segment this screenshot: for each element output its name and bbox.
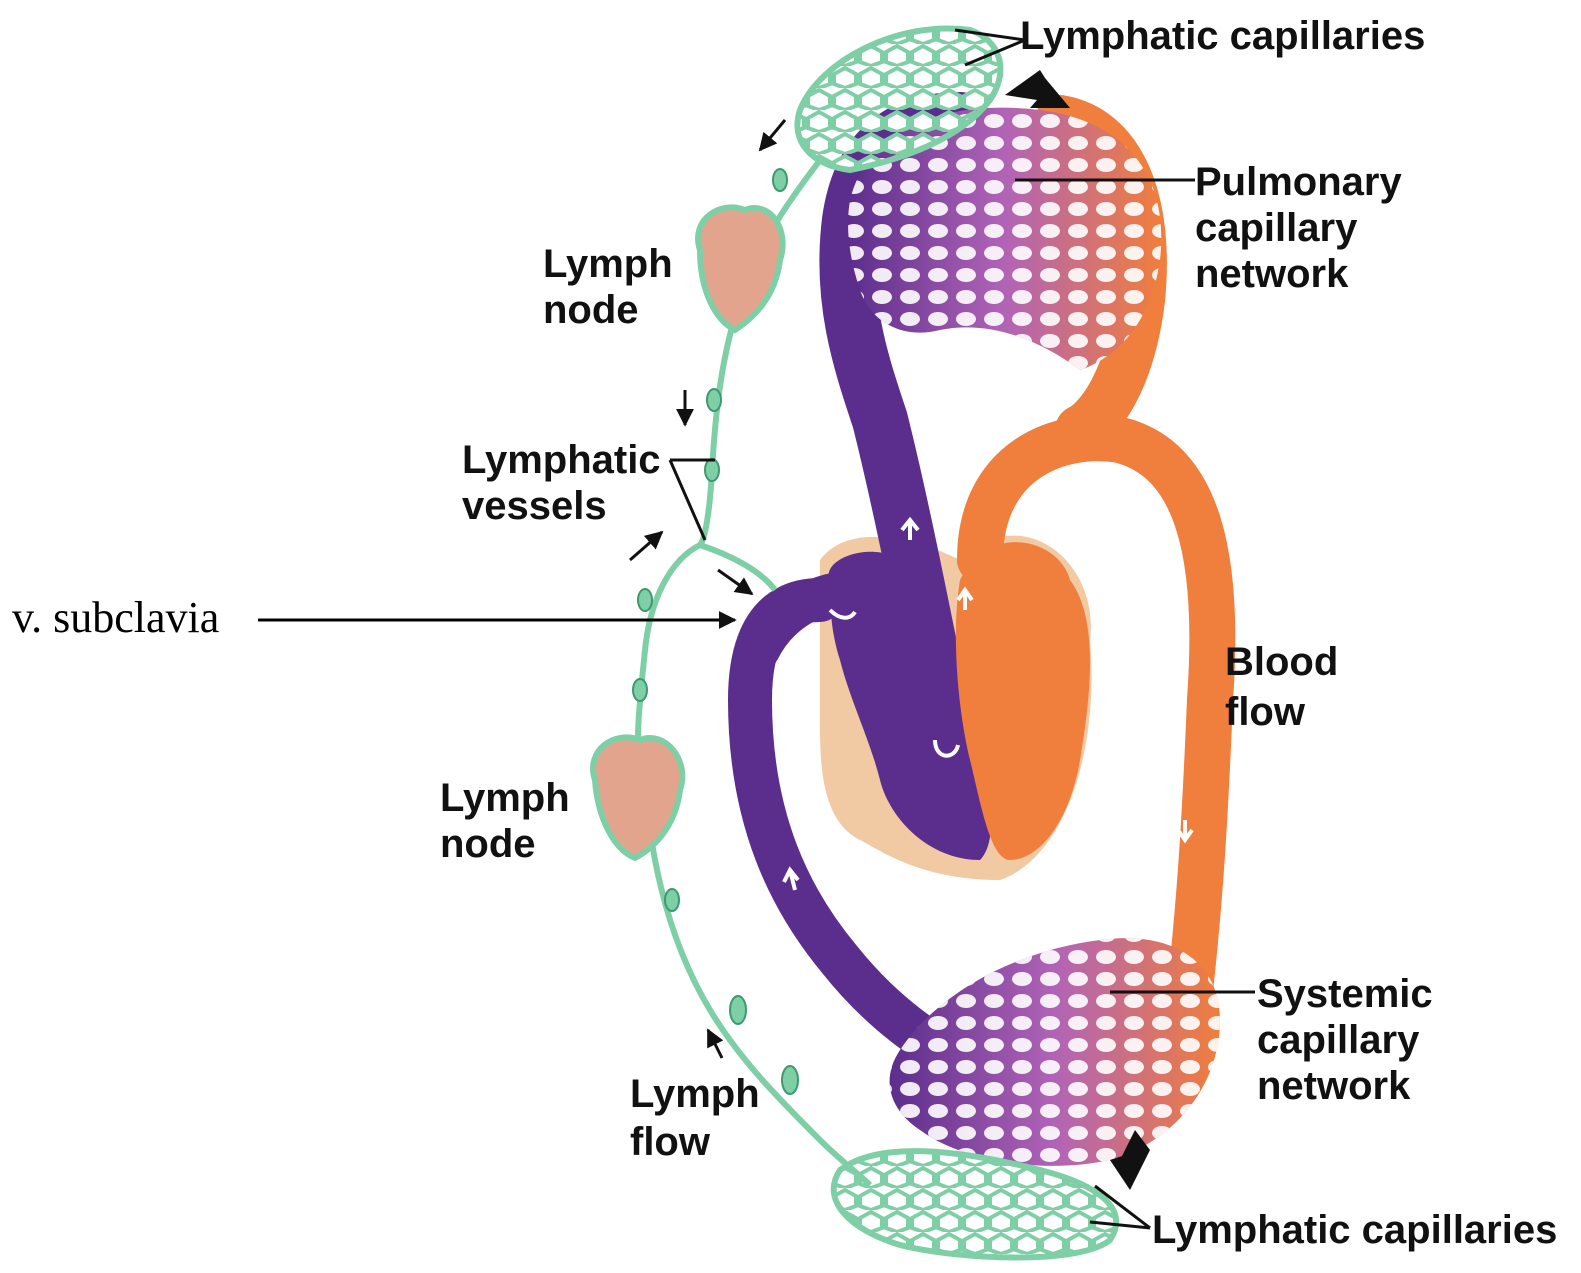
label-blood-flow-line1: Blood <box>1225 640 1338 684</box>
label-lymphatic-vessels-line2: vessels <box>462 484 607 528</box>
label-v-subclavia: v. subclavia <box>12 594 219 642</box>
label-lymph-node-bottom-line1: Lymph <box>440 776 570 820</box>
label-pulmonary-line2: capillary <box>1195 206 1357 250</box>
label-systemic-line1: Systemic <box>1257 972 1433 1016</box>
label-lymph-node-top-line1: Lymph <box>543 242 673 286</box>
label-lymph-node-bottom-line2: node <box>440 822 536 866</box>
lymphatic-capillaries-bottom-mesh <box>834 1151 1116 1257</box>
label-lymph-flow-line1: Lymph <box>630 1072 760 1116</box>
flow-arrow-top <box>1005 70 1070 108</box>
label-lymphatic-capillaries-top: Lymphatic capillaries <box>1020 14 1425 58</box>
label-lymphatic-capillaries-bottom: Lymphatic capillaries <box>1152 1208 1557 1252</box>
label-systemic-line2: capillary <box>1257 1018 1419 1062</box>
label-lymphatic-vessels-line1: Lymphatic <box>462 438 661 482</box>
label-blood-flow-line2: flow <box>1225 690 1305 734</box>
lymph-node-top-shape <box>698 207 783 330</box>
label-systemic-line3: network <box>1257 1064 1410 1108</box>
lymph-node-bottom-shape <box>593 737 682 858</box>
label-lymph-flow-line2: flow <box>630 1120 710 1164</box>
label-lymph-node-top-line2: node <box>543 288 639 332</box>
label-pulmonary-line3: network <box>1195 252 1348 296</box>
label-pulmonary-line1: Pulmonary <box>1195 160 1402 204</box>
